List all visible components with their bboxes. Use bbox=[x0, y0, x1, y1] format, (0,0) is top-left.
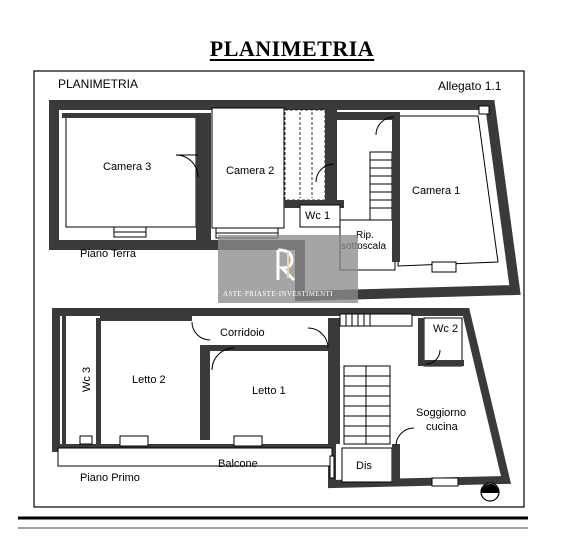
drawing-frame bbox=[33, 70, 525, 508]
room-camera-1: Camera 1 bbox=[412, 185, 460, 197]
room-dis: Dis bbox=[356, 460, 372, 472]
room-camera-2: Camera 2 bbox=[226, 165, 274, 177]
room-rip-line-2: sottoscala bbox=[341, 241, 386, 252]
room-soggiorno-line-1: Soggiorno bbox=[416, 407, 466, 419]
ground-floor-plan: Camera 3 Camera 2 Camera 1 Wc 1 Rip. sot… bbox=[49, 100, 521, 302]
room-balcone: Balcone bbox=[218, 458, 258, 470]
watermark-logo-icon bbox=[276, 248, 296, 282]
room-wc-2: Wc 2 bbox=[433, 323, 458, 335]
frame-label-left: PLANIMETRIA bbox=[58, 77, 138, 91]
room-corridoio: Corridoio bbox=[220, 327, 265, 339]
first-floor-outer-wall bbox=[52, 308, 512, 489]
room-soggiorno-line-2: cucina bbox=[426, 421, 459, 433]
room-wc-3: Wc 3 bbox=[81, 367, 93, 392]
watermark-text: ASTE·PRIASTE·INVESTIMENTI bbox=[223, 290, 333, 298]
room-rip-line-1: Rip. bbox=[356, 230, 374, 241]
room-letto-2: Letto 2 bbox=[132, 374, 166, 386]
document-title: PLANIMETRIA bbox=[209, 36, 375, 61]
balcony bbox=[57, 447, 333, 467]
first-floor-plan: Corridoio Wc 2 Wc 3 Letto 2 Letto 1 Sogg… bbox=[52, 308, 512, 489]
floor-label-piano-primo: Piano Primo bbox=[80, 472, 140, 484]
floor-label-piano-terra: Piano Terra bbox=[80, 248, 137, 260]
first-floor-staircase bbox=[343, 365, 391, 445]
room-letto-1: Letto 1 bbox=[252, 385, 286, 397]
watermark: ASTE·PRIASTE·INVESTIMENTI bbox=[218, 235, 358, 303]
frame-label-right: Allegato 1.1 bbox=[438, 79, 502, 93]
ground-floor-staircase bbox=[369, 151, 393, 221]
compass-icon bbox=[480, 482, 500, 502]
room-camera-3: Camera 3 bbox=[103, 161, 151, 173]
room-wc-1: Wc 1 bbox=[305, 210, 330, 222]
